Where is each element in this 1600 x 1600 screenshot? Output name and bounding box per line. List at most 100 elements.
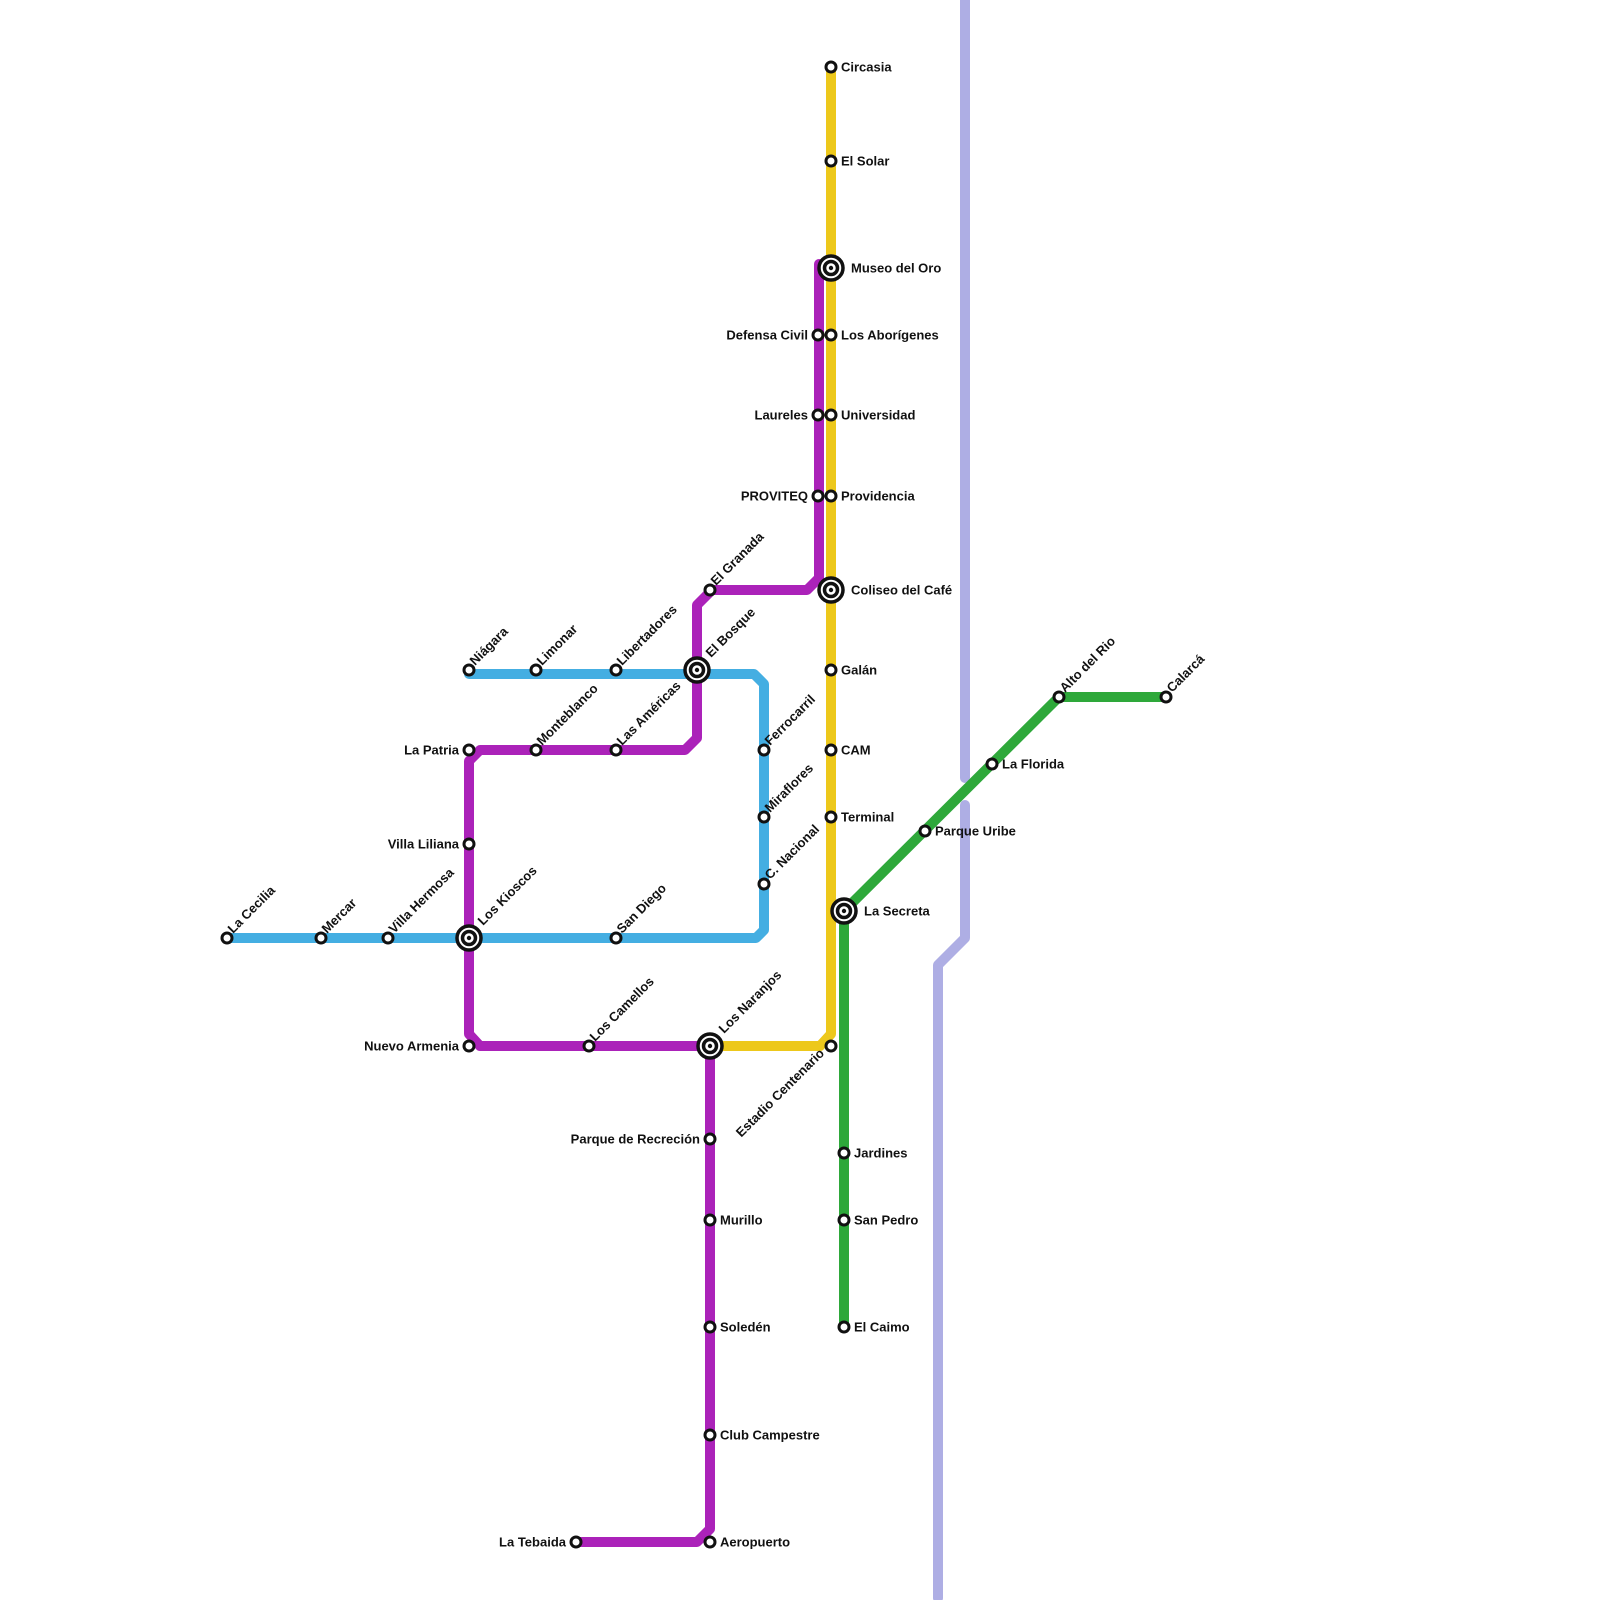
station-marker[interactable] <box>703 1428 717 1442</box>
station-marker[interactable] <box>837 1213 851 1227</box>
station-label-coliseo-del-cafe: Coliseo del Café <box>851 583 952 598</box>
station-label-la-tebaida: La Tebaida <box>499 1535 567 1550</box>
station-marker[interactable] <box>824 810 838 824</box>
station-marker[interactable] <box>757 877 771 891</box>
station-marker[interactable] <box>703 583 717 597</box>
station-circasia[interactable] <box>824 60 838 74</box>
station-marker[interactable] <box>462 663 476 677</box>
station-parque-de-recreacion[interactable] <box>703 1132 717 1146</box>
station-laureles[interactable] <box>811 408 825 422</box>
station-marker[interactable] <box>824 489 838 503</box>
station-los-naranjos[interactable] <box>696 1032 724 1060</box>
station-aeropuerto[interactable] <box>703 1535 717 1549</box>
station-marker[interactable] <box>703 1320 717 1334</box>
station-marker[interactable] <box>837 1320 851 1334</box>
station-marker[interactable] <box>220 931 234 945</box>
station-el-granada[interactable] <box>703 583 717 597</box>
station-villa-hermosa[interactable] <box>381 931 395 945</box>
station-marker[interactable] <box>985 757 999 771</box>
station-defensa-civil[interactable] <box>811 328 825 342</box>
station-marker[interactable] <box>569 1535 583 1549</box>
station-label-san-pedro: San Pedro <box>854 1213 918 1228</box>
station-label-galan: Galán <box>841 663 877 678</box>
station-cam[interactable] <box>824 743 838 757</box>
station-villa-liliana[interactable] <box>462 837 476 851</box>
station-marker[interactable] <box>757 810 771 824</box>
station-los-kioscos[interactable] <box>455 924 483 952</box>
station-marker[interactable] <box>609 743 623 757</box>
station-la-patria[interactable] <box>462 743 476 757</box>
station-marker[interactable] <box>462 1039 476 1053</box>
station-marker[interactable] <box>609 931 623 945</box>
station-la-secreta[interactable] <box>830 897 858 925</box>
station-marker[interactable] <box>837 1146 851 1160</box>
station-miraflores[interactable] <box>757 810 771 824</box>
interchange-center-dot <box>466 935 472 941</box>
station-marker[interactable] <box>314 931 328 945</box>
station-marker[interactable] <box>703 1132 717 1146</box>
station-marker[interactable] <box>811 328 825 342</box>
station-la-cecilia[interactable] <box>220 931 234 945</box>
station-label-museo-del-oro: Museo del Oro <box>851 261 941 276</box>
station-la-tebaida[interactable] <box>569 1535 583 1549</box>
station-ferrocarril[interactable] <box>757 743 771 757</box>
station-label-mercar: Mercar <box>319 895 360 936</box>
station-c-nacional[interactable] <box>757 877 771 891</box>
station-marker[interactable] <box>529 663 543 677</box>
station-marker[interactable] <box>757 743 771 757</box>
station-marker[interactable] <box>824 408 838 422</box>
station-las-americas[interactable] <box>609 743 623 757</box>
station-marker[interactable] <box>582 1039 596 1053</box>
station-coliseo-del-cafe[interactable] <box>817 576 845 604</box>
station-calarca[interactable] <box>1159 690 1173 704</box>
station-label-providencia: Providencia <box>841 489 915 504</box>
station-marker[interactable] <box>462 743 476 757</box>
station-marker[interactable] <box>1052 690 1066 704</box>
station-estadio-centenario[interactable] <box>824 1039 838 1053</box>
station-limonar[interactable] <box>529 663 543 677</box>
station-monteblanco[interactable] <box>529 743 543 757</box>
station-la-florida[interactable] <box>985 757 999 771</box>
station-los-camellos[interactable] <box>582 1039 596 1053</box>
station-mercar[interactable] <box>314 931 328 945</box>
station-el-solar[interactable] <box>824 154 838 168</box>
station-providencia[interactable] <box>824 489 838 503</box>
station-marker[interactable] <box>529 743 543 757</box>
station-marker[interactable] <box>824 328 838 342</box>
station-marker[interactable] <box>462 837 476 851</box>
station-universidad[interactable] <box>824 408 838 422</box>
station-parque-uribe[interactable] <box>918 824 932 838</box>
station-san-diego[interactable] <box>609 931 623 945</box>
station-libertadores[interactable] <box>609 663 623 677</box>
station-marker[interactable] <box>381 931 395 945</box>
station-marker[interactable] <box>824 154 838 168</box>
station-marker[interactable] <box>824 743 838 757</box>
station-museo-del-oro[interactable] <box>817 254 845 282</box>
station-el-bosque[interactable] <box>683 656 711 684</box>
station-marker[interactable] <box>1159 690 1173 704</box>
station-label-alto-del-rio: Alto del Rio <box>1057 633 1119 695</box>
station-label-la-florida: La Florida <box>1002 757 1065 772</box>
station-marker[interactable] <box>918 824 932 838</box>
station-galan[interactable] <box>824 663 838 677</box>
station-marker[interactable] <box>811 489 825 503</box>
station-terminal[interactable] <box>824 810 838 824</box>
station-los-aborigenes[interactable] <box>824 328 838 342</box>
station-murillo[interactable] <box>703 1213 717 1227</box>
station-marker[interactable] <box>703 1535 717 1549</box>
station-alto-del-rio[interactable] <box>1052 690 1066 704</box>
station-san-pedro[interactable] <box>837 1213 851 1227</box>
station-marker[interactable] <box>824 663 838 677</box>
station-marker[interactable] <box>824 1039 838 1053</box>
station-marker[interactable] <box>824 60 838 74</box>
station-marker[interactable] <box>609 663 623 677</box>
station-proviteq[interactable] <box>811 489 825 503</box>
station-niagara[interactable] <box>462 663 476 677</box>
station-club-campestre[interactable] <box>703 1428 717 1442</box>
station-soleden[interactable] <box>703 1320 717 1334</box>
station-marker[interactable] <box>811 408 825 422</box>
station-jardines[interactable] <box>837 1146 851 1160</box>
station-marker[interactable] <box>703 1213 717 1227</box>
station-nuevo-armenia[interactable] <box>462 1039 476 1053</box>
station-el-caimo[interactable] <box>837 1320 851 1334</box>
